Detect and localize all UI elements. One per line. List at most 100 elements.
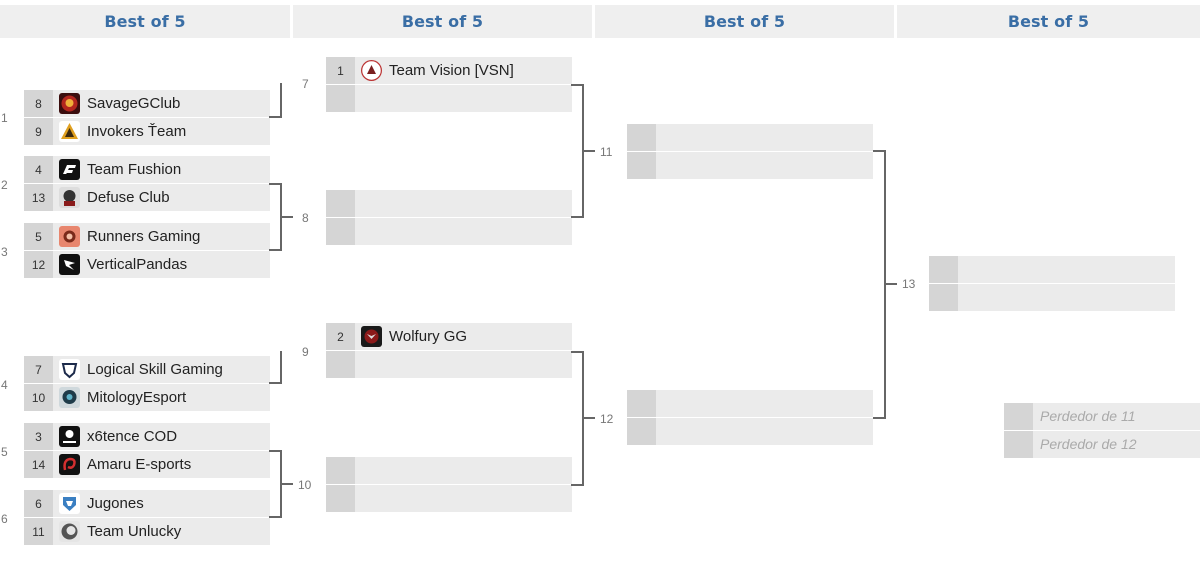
match-12[interactable] (627, 390, 873, 446)
match-number: 6 (1, 512, 8, 526)
team-slot[interactable] (627, 390, 873, 417)
connector-line (269, 516, 281, 518)
match-7[interactable]: 1 Team Vision [VSN] (326, 57, 572, 113)
team-name: SavageGClub (87, 95, 181, 112)
team-slot[interactable] (929, 284, 1175, 311)
team-slot[interactable] (326, 190, 572, 217)
match-3[interactable]: 5 Runners Gaming 12 VerticalPandas (24, 223, 270, 279)
mitology-logo-icon (59, 387, 80, 408)
seed (627, 152, 656, 179)
team-slot[interactable]: 11 Team Unlucky (24, 518, 270, 545)
fushion-logo-icon (59, 159, 80, 180)
connector-line (269, 249, 281, 251)
connector-line (269, 183, 281, 185)
seed (929, 284, 958, 311)
seed: 7 (24, 356, 53, 383)
defuse-logo-icon (59, 187, 80, 208)
connector-line (873, 417, 885, 419)
jugones-logo-icon (59, 493, 80, 514)
runners-logo-icon (59, 226, 80, 247)
team-slot[interactable] (627, 152, 873, 179)
match-number: 11 (600, 145, 613, 159)
team-slot[interactable] (326, 85, 572, 112)
team-name: x6tence COD (87, 428, 178, 445)
x6tence-logo-icon (59, 426, 80, 447)
team-slot[interactable]: 14 Amaru E-sports (24, 451, 270, 478)
seed (326, 457, 355, 484)
connector-line (571, 351, 583, 353)
seed: 6 (24, 490, 53, 517)
connector-line (571, 484, 583, 486)
match-4[interactable]: 7 Logical Skill Gaming 10 MitologyEsport (24, 356, 270, 412)
connector-line (269, 450, 281, 452)
team-slot[interactable]: 5 Runners Gaming (24, 223, 270, 250)
match-number: 4 (1, 378, 8, 392)
team-slot[interactable]: 9 Invokers Ťeam (24, 118, 270, 145)
seed (326, 218, 355, 245)
unlucky-logo-icon (59, 521, 80, 542)
seed: 11 (24, 518, 53, 545)
team-slot[interactable]: 2 Wolfury GG (326, 323, 572, 350)
seed: 8 (24, 90, 53, 117)
seed: 13 (24, 184, 53, 211)
seed: 3 (24, 423, 53, 450)
team-name: Runners Gaming (87, 228, 201, 245)
connector-line (281, 483, 293, 485)
vision-logo-icon (361, 60, 382, 81)
connector-line (269, 382, 281, 384)
seed (1004, 403, 1033, 430)
match-5[interactable]: 3 x6tence COD 14 Amaru E-sports (24, 423, 270, 479)
connector-line (281, 216, 293, 218)
seed (1004, 431, 1033, 458)
team-slot[interactable]: 4 Team Fushion (24, 156, 270, 183)
seed: 9 (24, 118, 53, 145)
team-slot[interactable] (326, 457, 572, 484)
team-slot[interactable]: 1 Team Vision [VSN] (326, 57, 572, 84)
match-11[interactable] (627, 124, 873, 180)
match-9[interactable]: 2 Wolfury GG (326, 323, 572, 379)
match-6[interactable]: 6 Jugones 11 Team Unlucky (24, 490, 270, 546)
team-slot[interactable]: 6 Jugones (24, 490, 270, 517)
team-slot[interactable] (627, 418, 873, 445)
team-slot[interactable] (326, 218, 572, 245)
seed: 10 (24, 384, 53, 411)
team-slot[interactable] (326, 351, 572, 378)
team-slot[interactable]: 8 SavageGClub (24, 90, 270, 117)
seed (326, 485, 355, 512)
round-2-header: Best of 5 (293, 5, 592, 38)
team-name: Amaru E-sports (87, 456, 192, 473)
match-10[interactable] (326, 457, 572, 513)
team-slot[interactable]: 13 Defuse Club (24, 184, 270, 211)
seed (627, 390, 656, 417)
team-slot[interactable]: Perdedor de 11 (1004, 403, 1200, 430)
seed: 2 (326, 323, 355, 350)
connector-line (583, 150, 595, 152)
team-slot[interactable]: Perdedor de 12 (1004, 431, 1200, 458)
team-slot[interactable]: 7 Logical Skill Gaming (24, 356, 270, 383)
match-number: 9 (302, 345, 309, 359)
team-name: Invokers Ťeam (87, 123, 187, 140)
third-place-match[interactable]: Perdedor de 11 Perdedor de 12 (1004, 403, 1200, 459)
round-3-header: Best of 5 (595, 5, 894, 38)
team-name: Wolfury GG (389, 328, 468, 345)
team-name: Logical Skill Gaming (87, 361, 223, 378)
match-2[interactable]: 4 Team Fushion 13 Defuse Club (24, 156, 270, 212)
lsg-logo-icon (59, 359, 80, 380)
seed: 12 (24, 251, 53, 278)
team-name: MitologyEsport (87, 389, 187, 406)
team-name: Team Fushion (87, 161, 182, 178)
match-1[interactable]: 8 SavageGClub 9 Invokers Ťeam (24, 90, 270, 146)
team-slot[interactable] (326, 485, 572, 512)
team-slot[interactable]: 10 MitologyEsport (24, 384, 270, 411)
seed: 14 (24, 451, 53, 478)
connector-line (571, 216, 583, 218)
team-slot[interactable] (929, 256, 1175, 283)
verticalpandas-logo-icon (59, 254, 80, 275)
match-8[interactable] (326, 190, 572, 246)
team-slot[interactable]: 3 x6tence COD (24, 423, 270, 450)
connector-line (280, 351, 282, 384)
match-13[interactable] (929, 256, 1175, 312)
seed (627, 124, 656, 151)
team-slot[interactable] (627, 124, 873, 151)
team-slot[interactable]: 12 VerticalPandas (24, 251, 270, 278)
